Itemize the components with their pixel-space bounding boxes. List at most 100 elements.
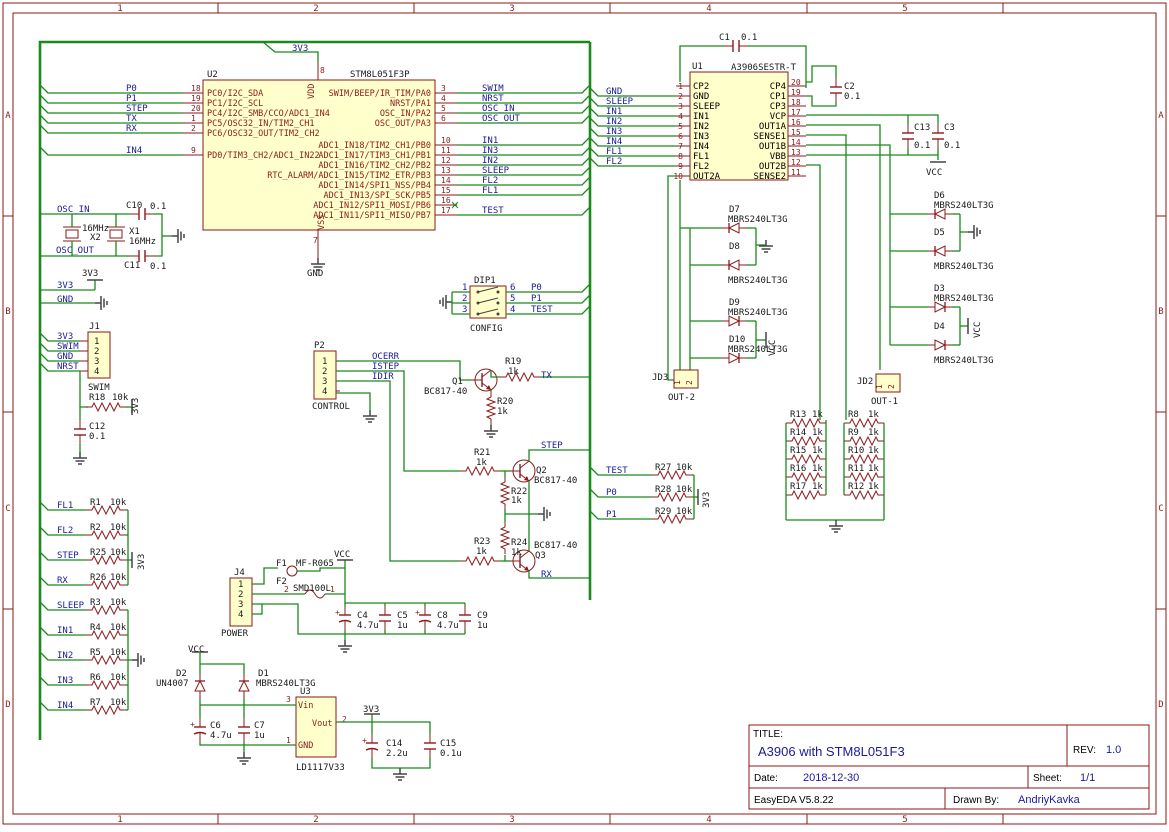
mcu-pin-name-14: ADC1_IN14/SPI1_NSS/PB4	[318, 181, 431, 191]
drv-pin-name-15: SENSE1	[753, 132, 786, 142]
pulldown-ref-3: R6	[90, 673, 101, 683]
r23-ref: R23	[474, 537, 490, 547]
mcu-pin-num-16: 16	[441, 196, 451, 205]
mcu-pin-num-19: 19	[191, 94, 201, 103]
r22-val: 1k	[511, 496, 522, 506]
mcu-net-osc-out: OSC_OUT	[482, 114, 521, 124]
grid-col-2: 2	[313, 4, 318, 14]
mcu-net-rx: RX	[126, 124, 137, 134]
pulldown-net-2: IN2	[57, 651, 73, 661]
rev-value: 1.0	[1106, 744, 1121, 756]
r19-val: 1k	[508, 367, 519, 377]
mcu-pin-name-20: PC4/I2C_SMB/CCO/ADC1_IN4	[207, 109, 330, 119]
drv-pin-name-20: CP4	[770, 82, 786, 92]
drv-net-in2: IN2	[606, 117, 622, 127]
driver-part: A3906SESTR-T	[731, 63, 797, 73]
mcu-net-in3: IN3	[482, 146, 498, 156]
c11-val: 0.1	[150, 262, 166, 272]
pullup-3v3: 3V3	[137, 554, 147, 570]
drv-pin-num-15: 15	[791, 128, 801, 137]
mcu-u2: U2 STM8L051F3P 8 VDD 7 VSS GND 18PC0/I2C…	[39, 62, 591, 279]
mcu-pin-num-15: 15	[441, 186, 451, 195]
mcu-net-step: STEP	[126, 104, 148, 114]
c11-ref: C11	[124, 261, 140, 271]
test-ref-2: R29	[655, 507, 671, 517]
dip-left-2: 3	[462, 305, 467, 315]
mcu-pin-name-3: SWIM/BEEP/IR_TIM/PA0	[329, 89, 431, 99]
c12-val: 0.1	[89, 432, 105, 442]
jd3-pin-1: 1	[673, 380, 682, 385]
u3-ref: U3	[300, 687, 311, 697]
r20-val: 1k	[497, 407, 508, 417]
mcu-net-tx: TX	[126, 114, 137, 124]
drv-pin-name-12: OUT2B	[759, 162, 786, 172]
grid-row-a-right: A	[1158, 111, 1164, 121]
sheet-value: 1/1	[1080, 772, 1095, 784]
mcu-pin-name-12: ADC1_IN16/TIM2_CH2/PB2	[318, 161, 431, 171]
sense-right-ref-2: R10	[848, 446, 864, 456]
grid-labels: 1 2 3 4 5 1 2 3 4 5 A B C D A B C D	[5, 4, 1164, 825]
grid-row-b: B	[5, 307, 10, 317]
mcu-pin-num-5: 5	[441, 104, 446, 113]
d2-ref: D2	[176, 669, 187, 679]
mcu-pin-num-2: 2	[191, 124, 196, 133]
j1-caption: SWIM	[88, 383, 110, 393]
bridge-left-part-3: MBRS240LT3G	[728, 345, 788, 355]
mcu-pin-num-20: 20	[191, 104, 201, 113]
test-3v3: 3V3	[702, 492, 712, 508]
mcu-net-p1: P1	[126, 94, 137, 104]
dip-caption: CONFIG	[470, 324, 503, 334]
mcu-pin-num-4: 4	[441, 94, 446, 103]
sense-right-ref-0: R8	[848, 410, 859, 420]
c1-val: 0.1	[741, 33, 757, 43]
drv-pin-name-3: SLEEP	[693, 102, 721, 112]
vcc-driver: VCC	[926, 168, 942, 178]
transistor-stage: Q1 BC817-40 R19 1k TX R20 1k R21 1k Q2 B…	[336, 357, 590, 580]
mcu-pin-num-6: 6	[441, 114, 446, 123]
d1-ref: D1	[258, 669, 269, 679]
jd2-pin-2: 2	[887, 384, 896, 389]
mcu-ref: U2	[207, 70, 218, 80]
drv-pin-name-14: OUT1B	[759, 142, 786, 152]
pullup-ref-0: R1	[90, 498, 101, 508]
mcu-pin-num-17: 17	[441, 206, 451, 215]
p2-pin-2: 2	[322, 367, 327, 377]
grid-row-d: D	[5, 700, 10, 710]
c7-val: 1u	[254, 731, 265, 741]
drv-net-in3: IN3	[606, 127, 622, 137]
mcu-net-fl2: FL2	[482, 176, 498, 186]
dip-left-0: 1	[462, 283, 467, 293]
q3-part: BC817-40	[534, 541, 577, 551]
mcu-pin-name-6: OSC_OUT/PA3	[375, 119, 431, 129]
pulldown-val-1: 10k	[110, 623, 127, 633]
p2-pin-4: 4	[322, 387, 327, 397]
p2-ref: P2	[314, 341, 325, 351]
pulldown-val-3: 10k	[110, 673, 127, 683]
pulldown-ref-1: R4	[90, 623, 101, 633]
drv-net-in1: IN1	[606, 107, 622, 117]
mcu-net-osc-in: OSC_IN	[482, 104, 515, 114]
test-ref-1: R28	[655, 485, 671, 495]
r22-ref: R22	[511, 487, 527, 497]
drv-pin-name-5: IN2	[693, 122, 709, 132]
test-val-2: 10k	[676, 507, 693, 517]
jd2-caption: OUT-1	[871, 397, 898, 407]
j1-net-2: GND	[57, 352, 73, 362]
pullup-val-0: 10k	[110, 498, 127, 508]
grid-row-d-right: D	[1158, 700, 1163, 710]
tx-net: TX	[541, 371, 552, 381]
grid-row-b-right: B	[1158, 307, 1163, 317]
u3-pin3: 3	[286, 695, 291, 704]
vcc-reg: VCC	[188, 645, 204, 655]
pulldown-val-0: 10k	[110, 598, 127, 608]
bridge-right-ref-3: D4	[934, 322, 945, 332]
sense-left-val-2: 1k	[812, 446, 823, 456]
regulator: U3 LD1117V33 Vin Vout GND 3 2 1 VCC D2 U…	[156, 645, 462, 781]
mcu-pin-name-17: ADC1_IN11/SPI1_MISO/PB7	[313, 211, 431, 221]
f2-pin-a: 2	[284, 585, 289, 594]
sense-right-val-4: 1k	[868, 482, 879, 492]
